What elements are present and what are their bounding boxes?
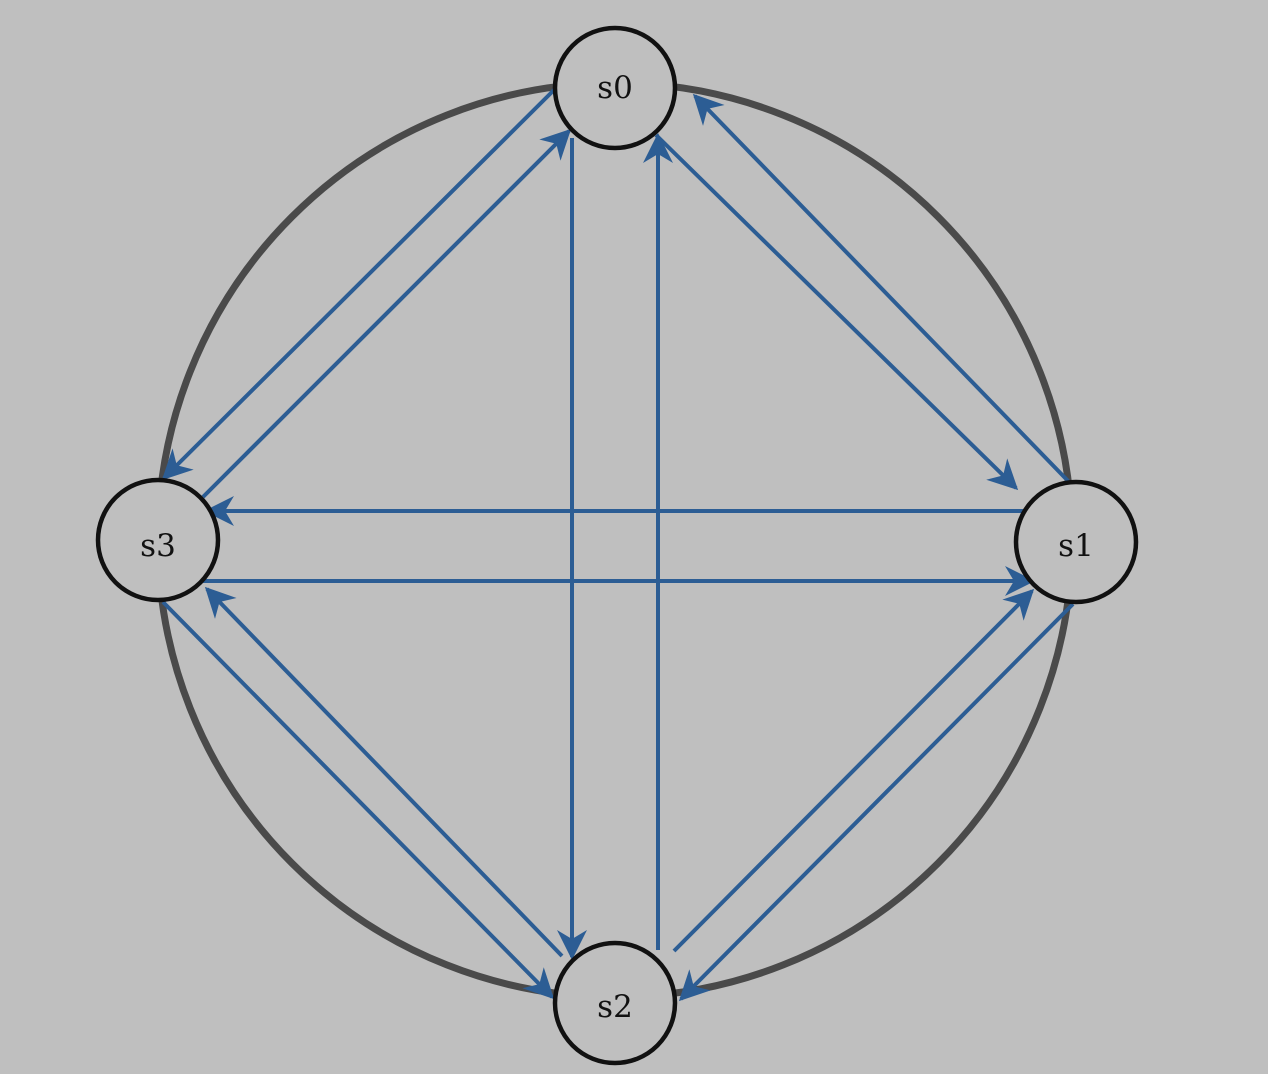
node-s3-label: s3 bbox=[140, 528, 176, 564]
node-s0[interactable]: s0 bbox=[552, 25, 678, 151]
edge-s3-to-s0 bbox=[201, 128, 572, 499]
node-s0-label: s0 bbox=[597, 70, 633, 106]
node-s1[interactable]: s1 bbox=[1013, 479, 1139, 605]
edge-s1-to-s0 bbox=[692, 93, 1073, 486]
node-s2[interactable]: s2 bbox=[552, 940, 678, 1066]
node-s2-circle bbox=[552, 940, 678, 1066]
outer-ring bbox=[154, 79, 1076, 1001]
edges-group bbox=[161, 84, 1075, 1002]
node-s3[interactable]: s3 bbox=[95, 477, 221, 603]
edge-s2-to-s1 bbox=[672, 588, 1035, 953]
edge-s3-to-s2 bbox=[161, 600, 555, 1000]
edge-s0-to-s1 bbox=[654, 133, 1019, 491]
node-s2-label: s2 bbox=[597, 989, 633, 1025]
node-s1-circle bbox=[1013, 479, 1139, 605]
edge-s0-to-s3 bbox=[161, 84, 560, 481]
edge-s2-to-s3 bbox=[204, 586, 564, 958]
edge-s1-to-s2 bbox=[678, 602, 1075, 1002]
node-s0-circle bbox=[552, 25, 678, 151]
node-s1-label: s1 bbox=[1058, 528, 1094, 564]
node-s3-circle bbox=[95, 477, 221, 603]
